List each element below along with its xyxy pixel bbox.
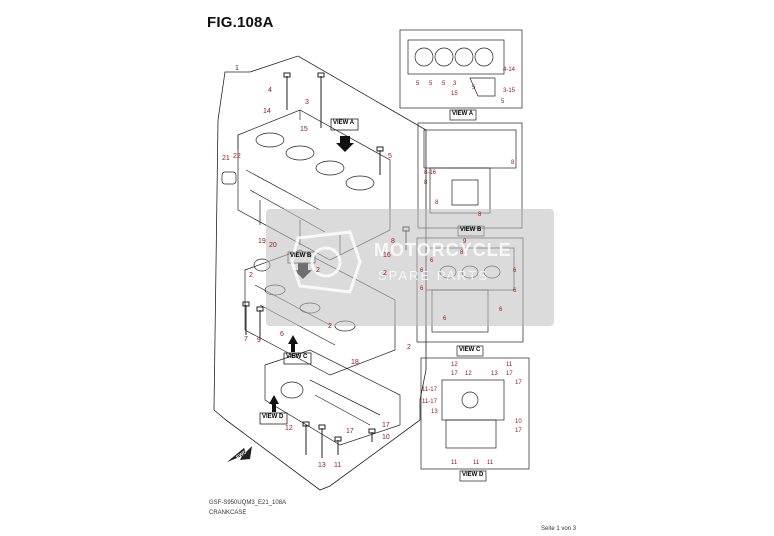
callout: 11	[451, 460, 458, 466]
callout: 11	[334, 462, 342, 469]
callout: 13	[431, 409, 438, 415]
callout: 2	[249, 272, 253, 279]
callout: 15	[300, 126, 308, 133]
callout: 8	[424, 180, 428, 186]
callout: 14	[263, 108, 271, 115]
figure-title: FIG.108A	[207, 14, 274, 31]
view-a-arrow	[336, 136, 354, 152]
part-name: CRANKCASE	[209, 510, 247, 516]
callout: 18	[351, 359, 359, 366]
page-number: Seite 1 von 3	[541, 526, 577, 532]
lower-crankcase	[264, 349, 401, 446]
callout: 6	[420, 286, 424, 292]
view-d-label: VIEW D	[262, 414, 284, 420]
callout: 3	[305, 99, 309, 106]
callout: 10	[382, 434, 390, 441]
callout: 7	[244, 336, 248, 343]
callout: 8	[435, 200, 439, 206]
callout: 6	[513, 268, 517, 274]
callout: 3	[453, 81, 457, 87]
callout: 17	[515, 380, 522, 386]
callout: 5	[472, 85, 476, 91]
view-a-inset	[399, 29, 523, 121]
callout: 16	[383, 252, 391, 259]
callout: 3-15	[503, 88, 516, 94]
bolts	[242, 72, 410, 458]
callout: 9	[257, 337, 261, 344]
callout: 11	[487, 460, 494, 466]
view-c-label: VIEW C	[286, 354, 308, 360]
callout: 5	[416, 81, 420, 87]
callout: 1	[235, 65, 239, 72]
callout: 11	[506, 362, 513, 368]
view-c-inset-label: VIEW C	[459, 347, 481, 353]
callout: 17	[506, 371, 513, 377]
callout: 17	[382, 422, 390, 429]
callout: 4-14	[503, 67, 516, 73]
view-a-label: VIEW A	[333, 120, 355, 126]
callout: 8	[511, 160, 515, 166]
callout: 20	[269, 242, 277, 249]
view-b-label: VIEW B	[290, 253, 312, 259]
callout: 2	[407, 344, 411, 351]
callout: 2	[316, 267, 320, 274]
view-b-inset-label: VIEW B	[460, 227, 482, 233]
callout: 11-17	[422, 387, 437, 393]
callout: 6	[430, 258, 434, 264]
callout: 17	[451, 371, 458, 377]
callout: 6	[499, 307, 503, 313]
callout: 6	[443, 316, 447, 322]
callout: 9	[463, 239, 467, 245]
view-d-arrow	[269, 395, 279, 412]
callout: 12	[285, 425, 293, 432]
callout: 13	[491, 371, 498, 377]
callout: 2	[328, 323, 332, 330]
view-d-inset-label: VIEW D	[462, 472, 484, 478]
callout: 10	[515, 419, 522, 425]
callout: 19	[258, 238, 266, 245]
model-code: GSF-S950UQM3_E21_108A	[209, 500, 287, 506]
callout: 8	[478, 212, 482, 218]
callout: 2	[383, 270, 387, 277]
callout: 4	[268, 87, 272, 94]
callout: 8	[460, 250, 464, 256]
callout: 21	[222, 155, 230, 162]
view-a-inset-label: VIEW A	[452, 111, 474, 117]
watermark-logo	[290, 230, 362, 294]
fwd-indicator	[227, 446, 252, 462]
callout: 8-16	[424, 170, 437, 176]
callout: 8	[391, 238, 395, 245]
callout: 11-17	[422, 399, 437, 405]
callout: 17	[346, 428, 354, 435]
callout: 6	[513, 288, 517, 294]
watermark-brand: MOTORCYCLE	[374, 240, 512, 260]
view-d-inset	[420, 357, 530, 482]
callout: 6	[420, 268, 424, 274]
callout: 5	[501, 99, 505, 105]
callout: 5	[388, 153, 392, 160]
callout: 22	[233, 153, 241, 160]
callout: 5	[442, 81, 446, 87]
callout: 5	[429, 81, 433, 87]
callout: 15	[451, 91, 458, 97]
callout: 6	[280, 331, 284, 338]
watermark-subtitle: SPARE PARTS	[378, 268, 489, 283]
callout: 13	[318, 462, 326, 469]
callout: 17	[515, 428, 522, 434]
callout: 12	[465, 371, 472, 377]
callout: 12	[451, 362, 458, 368]
view-c-arrow	[288, 335, 298, 352]
callout: 11	[473, 460, 480, 466]
